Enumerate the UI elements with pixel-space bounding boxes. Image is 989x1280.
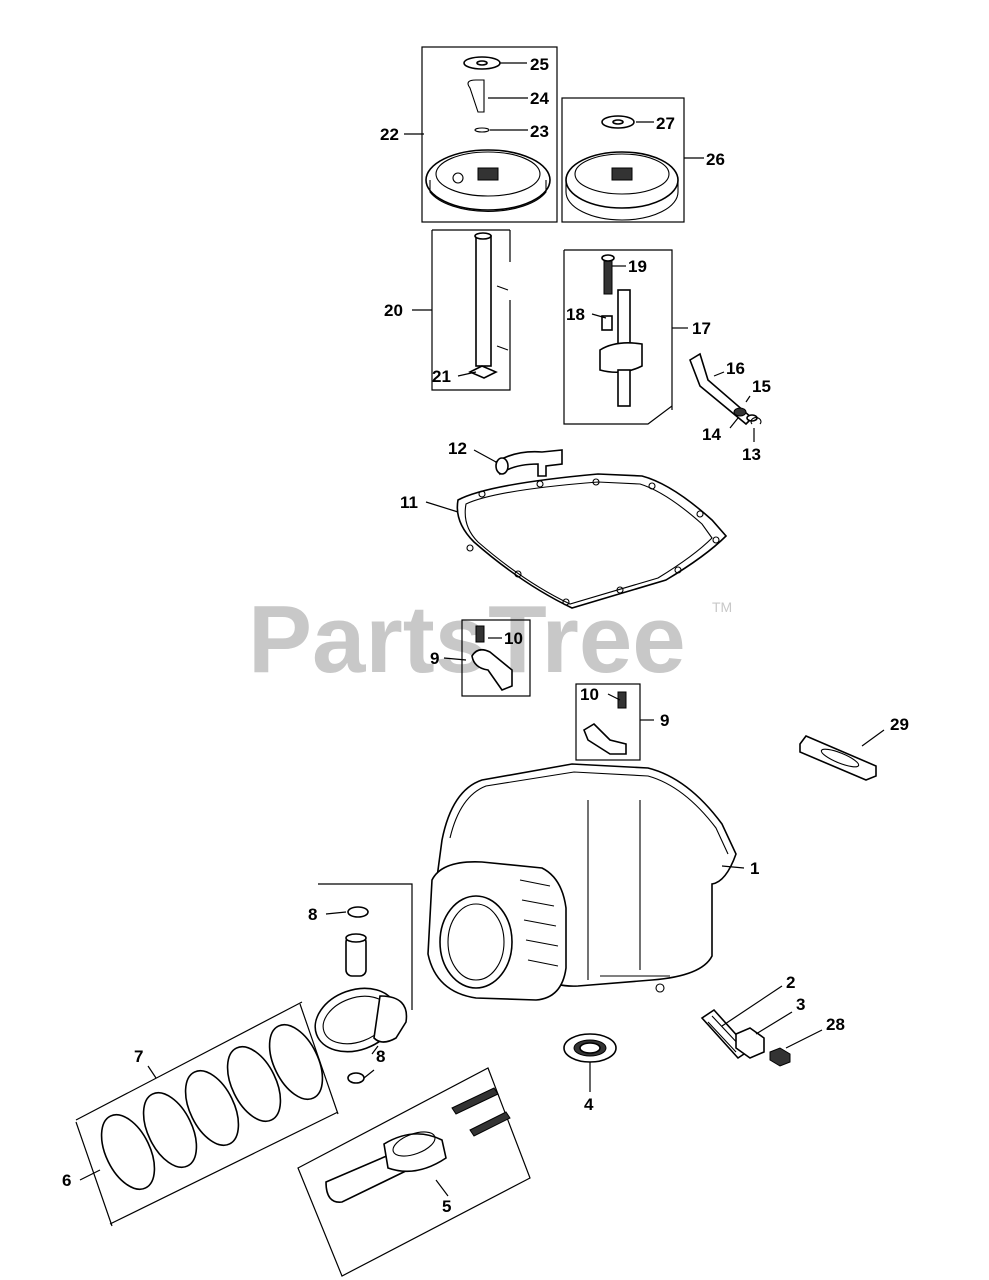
callout-8-upper[interactable]: 8 [308,905,317,924]
callout-6[interactable]: 6 [62,1171,71,1190]
callout-27[interactable]: 27 [656,114,675,133]
callout-18[interactable]: 18 [566,305,585,324]
callout-22[interactable]: 22 [380,125,399,144]
governor-lever-16[interactable] [689,352,762,426]
partstree-watermark: PartsTree TM [248,586,732,693]
callout-10-upper[interactable]: 10 [504,629,523,648]
plug-28[interactable] [769,1047,791,1067]
callout-11[interactable]: 11 [400,493,418,512]
callout-1[interactable]: 1 [750,859,759,878]
callout-13[interactable]: 13 [742,445,761,464]
callout-15[interactable]: 15 [752,377,771,396]
callout-29[interactable]: 29 [890,715,909,734]
callout-9-lower[interactable]: 9 [660,711,669,730]
spacer-29[interactable] [799,735,877,781]
gasket-11[interactable] [456,473,728,609]
callout-19[interactable]: 19 [628,257,647,276]
callout-23[interactable]: 23 [530,122,549,141]
nut-3[interactable] [735,1027,765,1059]
crankcase-1[interactable] [427,763,737,1001]
callout-21[interactable]: 21 [432,367,451,386]
piston-ring-set-6[interactable] [75,1001,339,1227]
piston-assembly-8[interactable] [306,883,413,1084]
callout-28[interactable]: 28 [826,1015,845,1034]
callout-2[interactable]: 2 [786,973,795,992]
callout-16[interactable]: 16 [726,359,745,378]
callout-7[interactable]: 7 [134,1047,143,1066]
bracket-assembly-9-lower[interactable] [575,683,641,761]
callout-24[interactable]: 24 [530,89,549,108]
governor-assembly-17[interactable] [563,249,673,425]
callout-5[interactable]: 5 [442,1197,451,1216]
callout-25[interactable]: 25 [530,55,549,74]
callout-14[interactable]: 14 [702,425,721,444]
callout-4[interactable]: 4 [584,1095,594,1114]
callout-26[interactable]: 26 [706,150,725,169]
callout-3[interactable]: 3 [796,995,805,1014]
camshaft-assembly-26[interactable] [561,97,685,223]
oil-seal-4[interactable] [563,1033,617,1063]
callout-10-lower[interactable]: 10 [580,685,599,704]
bracket-assembly-9-upper[interactable] [461,619,531,697]
watermark-tm: TM [712,599,732,615]
connecting-rod-5[interactable] [297,1067,531,1277]
camshaft-assembly-22[interactable] [421,46,558,223]
breather-tube-12[interactable] [495,449,563,477]
leader-lines [79,62,885,1197]
shaft-assembly-20[interactable] [431,229,511,391]
callouts: 25 24 23 22 27 26 20 21 19 18 17 16 15 1… [62,55,909,1216]
callout-20[interactable]: 20 [384,301,403,320]
watermark-text: PartsTree [248,586,686,693]
callout-12[interactable]: 12 [448,439,467,458]
callout-8-lower[interactable]: 8 [376,1047,385,1066]
callout-17[interactable]: 17 [692,319,711,338]
callout-9-upper[interactable]: 9 [430,649,439,668]
